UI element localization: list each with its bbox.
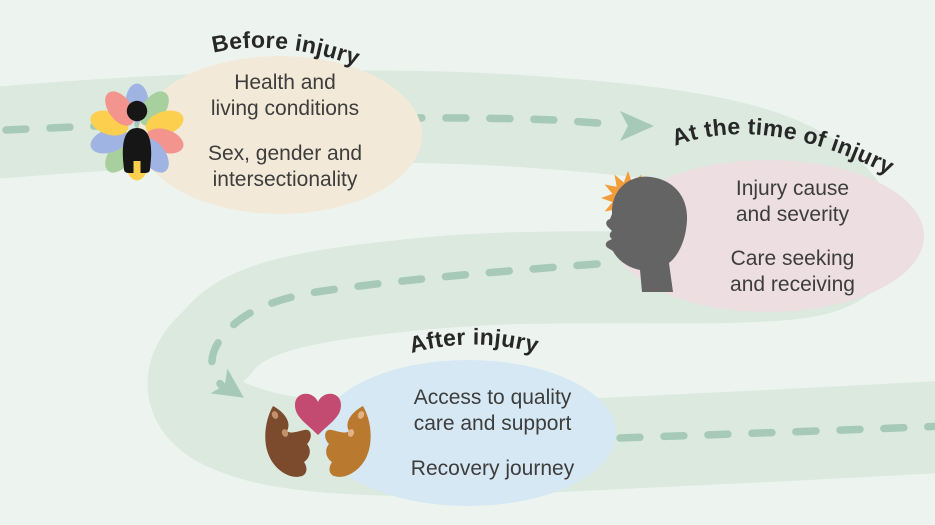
after-injury-item-1: Access to quality care and support <box>375 385 610 437</box>
route-arrow-down-icon <box>210 368 244 398</box>
at-time-of-injury-item-1: Injury cause and severity <box>675 176 910 228</box>
text-line: Sex, gender and <box>207 142 363 165</box>
route-dashes-middle <box>208 260 601 390</box>
left-hand-nail <box>281 429 289 437</box>
text-line: intersectionality <box>212 168 358 191</box>
route-arrow-right-icon <box>620 111 654 141</box>
right-hand-nail <box>347 429 355 437</box>
person-body <box>122 128 152 173</box>
head-silhouette <box>605 176 688 292</box>
left-hand-nail <box>271 411 279 419</box>
person-flower-icon <box>90 83 184 181</box>
text-line: Access to quality <box>413 386 572 409</box>
text-line: Injury cause <box>735 177 850 200</box>
text-line: living conditions <box>210 97 360 120</box>
injured-head-icon <box>601 171 688 292</box>
at-time-of-injury-item-2: Care seeking and receiving <box>675 246 910 298</box>
petal <box>105 91 135 126</box>
route-dashes-top <box>2 114 616 134</box>
route-dashes-bottom <box>616 422 935 442</box>
person-head <box>126 100 148 122</box>
text-line: Recovery journey <box>410 457 575 480</box>
right-hand <box>325 406 371 477</box>
left-hand <box>265 406 311 477</box>
text-line: care and support <box>413 412 572 435</box>
before-injury-item-2: Sex, gender and intersectionality <box>180 141 390 193</box>
right-hand-nail <box>357 411 365 419</box>
bubble-at-time-of-injury <box>612 160 924 312</box>
after-injury-item-2: Recovery journey <box>375 456 610 482</box>
bubble-before-injury <box>138 56 422 214</box>
heart-icon <box>295 393 341 435</box>
text-line: Care seeking <box>730 247 855 270</box>
text-line: and receiving <box>730 273 855 296</box>
before-injury-item-1: Health and living conditions <box>180 70 390 122</box>
bubble-after-injury <box>320 360 616 506</box>
text-line: and severity <box>735 203 850 226</box>
stage-title-after-injury: After injury <box>407 323 542 357</box>
text-line: Health and <box>234 71 336 94</box>
hands-holding-heart-icon <box>265 393 371 477</box>
